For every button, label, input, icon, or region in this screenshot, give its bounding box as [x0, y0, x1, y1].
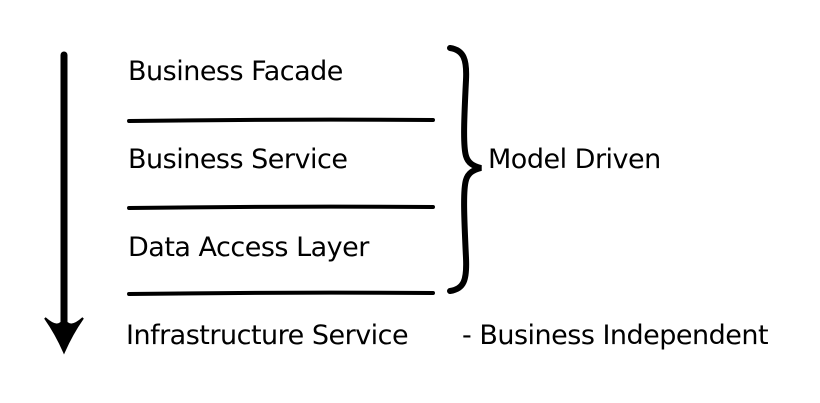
right-curly-brace-icon — [447, 45, 482, 294]
layer-label-business-facade: Business Facade — [128, 56, 343, 87]
down-arrow-icon — [44, 51, 84, 355]
annotation-model-driven: Model Driven — [488, 144, 661, 175]
layer-label-business-service: Business Service — [128, 144, 348, 175]
layer-separator — [127, 204, 435, 210]
annotation-business-independent: - Business Independent — [462, 320, 769, 351]
layer-label-infrastructure-service: Infrastructure Service — [126, 320, 409, 351]
layer-separator — [127, 117, 435, 123]
layer-separators — [127, 117, 435, 296]
down-arrow-head — [44, 316, 84, 355]
layer-label-data-access-layer: Data Access Layer — [128, 232, 369, 263]
layer-separator — [127, 290, 435, 296]
